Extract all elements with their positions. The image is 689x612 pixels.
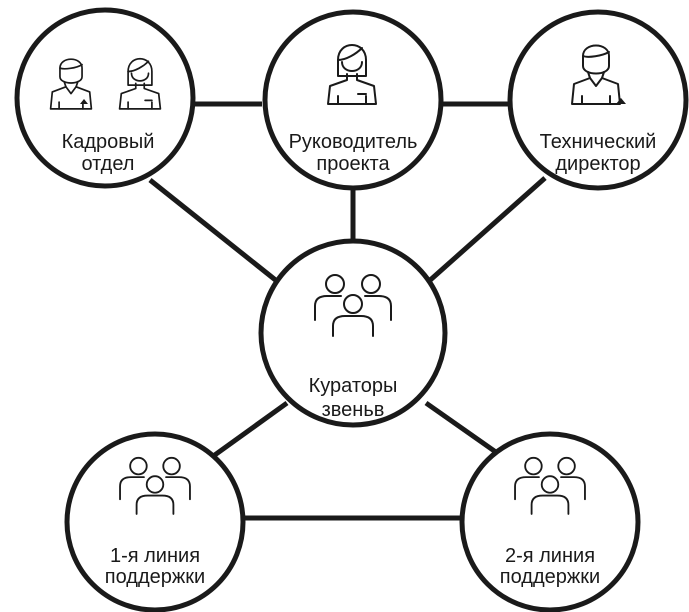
node-support2: 2-я линия поддержки: [459, 431, 641, 612]
node-pm-label-line2: проекта: [316, 153, 390, 175]
badge-icon: [80, 99, 88, 104]
node-cto-label-line1: Технический: [540, 131, 657, 153]
node-hr-circle: [14, 7, 196, 189]
node-cto-label-line2: директор: [555, 153, 640, 175]
node-support2-label-line2: поддержки: [500, 566, 600, 588]
edge-hr-curators: [148, 178, 280, 284]
node-support1: 1-я линия поддержки: [64, 431, 246, 612]
node-pm-label-line1: Руководитель: [289, 131, 418, 153]
node-support1-label-line1: 1-я линия: [110, 545, 200, 567]
node-hr: Кадровый отдел: [14, 7, 196, 189]
node-curators-label-line1: Кураторы: [309, 375, 398, 397]
edge-cto-curators: [426, 176, 547, 284]
node-curators-label-line2: звеньв: [322, 399, 385, 421]
node-support1-circle: [64, 431, 246, 612]
node-hr-label-line2: отдел: [82, 153, 135, 175]
node-support2-circle: [459, 431, 641, 612]
node-curators-circle: [258, 238, 448, 428]
node-pm-circle: [262, 9, 444, 191]
node-curators: Кураторы звеньв: [258, 238, 448, 428]
edges: [148, 101, 547, 521]
node-pm: Руководитель проекта: [262, 9, 444, 191]
edge-curators-support1: [203, 400, 289, 465]
badge-icon: [616, 98, 626, 104]
node-support2-label-line1: 2-я линия: [505, 545, 595, 567]
node-support1-label-line2: поддержки: [105, 566, 205, 588]
node-hr-label-line1: Кадровый: [62, 131, 155, 153]
node-cto: Технический директор: [507, 9, 689, 191]
node-cto-circle: [507, 9, 689, 191]
